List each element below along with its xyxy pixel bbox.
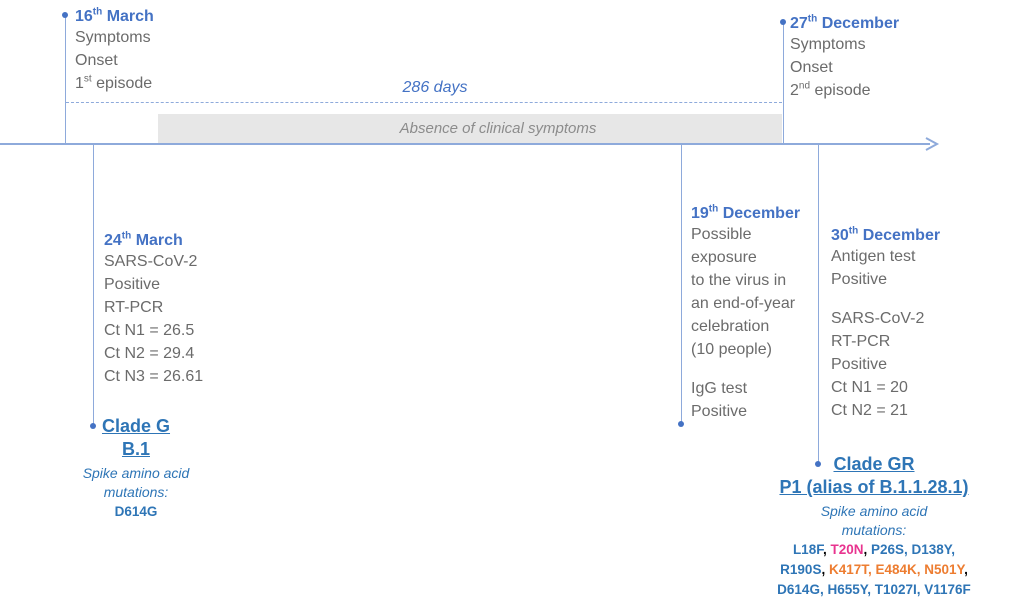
event-line: Positive xyxy=(104,276,161,293)
mutation-token: P26S, D138Y, xyxy=(871,542,956,557)
event-line: Antigen test xyxy=(831,248,916,265)
clade-g-lineage[interactable]: B.1 xyxy=(121,439,150,459)
connector-march24 xyxy=(93,144,94,426)
marker-march16 xyxy=(62,12,68,18)
event-dec27: 27th December Symptoms Onset 2nd episode xyxy=(790,13,900,102)
connector-dec19 xyxy=(681,144,682,424)
clade-g-name[interactable]: Clade G xyxy=(101,416,171,436)
clade-g-caption: Spike amino acid xyxy=(82,465,190,481)
mutation-token: K417T, E484K, N501Y xyxy=(828,562,965,577)
mutation-token: L18F xyxy=(792,542,823,557)
event-line: Ct N3 = 26.61 xyxy=(104,368,204,385)
event-line: to the virus in xyxy=(691,272,787,289)
clade-gr-name[interactable]: Clade GR xyxy=(833,454,915,474)
absence-label: Absence of clinical symptoms xyxy=(399,120,597,137)
event-line: RT-PCR xyxy=(104,299,164,316)
date-dec30: 30th December xyxy=(831,225,941,244)
connector-dec27 xyxy=(783,23,784,143)
interval-dashed-line xyxy=(66,102,782,103)
date-march16: 16th March xyxy=(75,6,154,25)
clade-gr-mutations: L18F, T20N, P26S, D138Y, R190S, K417T, E… xyxy=(734,540,1014,600)
event-march16: 16th March Symptoms Onset 1st episode xyxy=(75,6,154,95)
event-line: Positive xyxy=(691,403,748,420)
mutation-token: , xyxy=(821,562,829,577)
clade-g-mutations: D614G xyxy=(114,504,158,519)
connector-march16 xyxy=(65,17,66,143)
event-line: Ct N2 = 21 xyxy=(831,402,908,419)
event-dec19: 19th December Possible exposure to the v… xyxy=(691,203,801,423)
mutation-line: R190S, K417T, E484K, N501Y, xyxy=(734,560,1014,580)
timeline-axis xyxy=(0,143,930,145)
event-line: exposure xyxy=(691,249,757,266)
event-line: Positive xyxy=(831,356,888,373)
event-line: Onset xyxy=(790,59,833,76)
event-line: IgG test xyxy=(691,380,748,397)
mutation-token: D614G, H655Y, T1027I, V1176F xyxy=(777,582,971,597)
mutation-token: , xyxy=(863,542,871,557)
event-line: RT-PCR xyxy=(831,333,891,350)
mutation-line: D614G, H655Y, T1027I, V1176F xyxy=(734,580,1014,600)
marker-dec30 xyxy=(815,461,821,467)
clade-gr-block: Clade GR P1 (alias of B.1.1.28.1) Spike … xyxy=(734,454,1014,600)
event-line: (10 people) xyxy=(691,341,772,358)
marker-dec19 xyxy=(678,421,684,427)
event-line: Possible xyxy=(691,226,752,243)
clade-gr-caption: mutations: xyxy=(841,522,907,538)
absence-band xyxy=(158,114,782,143)
event-line: Ct N1 = 26.5 xyxy=(104,322,195,339)
mutation-token: , xyxy=(822,542,831,557)
event-line: Symptoms xyxy=(75,29,151,46)
mutation-token: R190S xyxy=(780,562,822,577)
event-line: Ct N1 = 20 xyxy=(831,379,908,396)
marker-dec27 xyxy=(780,19,786,25)
mutation-token: , xyxy=(964,562,968,577)
mutation-token: T20N xyxy=(830,542,864,557)
timeline-arrowhead-icon xyxy=(925,137,940,151)
interval-days-label: 286 days xyxy=(402,79,468,96)
mutation-line: L18F, T20N, P26S, D138Y, xyxy=(734,540,1014,560)
event-line: celebration xyxy=(691,318,770,335)
marker-march24 xyxy=(90,423,96,429)
event-dec30: 30th December Antigen test Positive SARS… xyxy=(831,225,941,422)
connector-dec30 xyxy=(818,144,819,464)
event-line: SARS-CoV-2 xyxy=(104,253,198,270)
event-line: an end-of-year xyxy=(691,295,796,312)
date-dec19: 19th December xyxy=(691,203,801,222)
event-line: 1st episode xyxy=(75,73,153,92)
event-line: SARS-CoV-2 xyxy=(831,310,925,327)
event-line: Symptoms xyxy=(790,36,866,53)
clade-gr-caption: Spike amino acid xyxy=(820,503,928,519)
date-march24: 24th March xyxy=(104,230,183,249)
event-line: Positive xyxy=(831,271,888,288)
event-line: Ct N2 = 29.4 xyxy=(104,345,195,362)
date-dec27: 27th December xyxy=(790,13,900,32)
event-line: 2nd episode xyxy=(790,80,871,99)
event-march24: 24th March SARS-CoV-2 Positive RT-PCR Ct… xyxy=(104,230,204,388)
event-line: Onset xyxy=(75,52,118,69)
clade-g-caption: mutations: xyxy=(103,484,169,500)
clade-gr-lineage[interactable]: P1 (alias of B.1.1.28.1) xyxy=(779,477,969,497)
clade-g-block: Clade G B.1 Spike amino acid mutations: … xyxy=(66,416,206,522)
